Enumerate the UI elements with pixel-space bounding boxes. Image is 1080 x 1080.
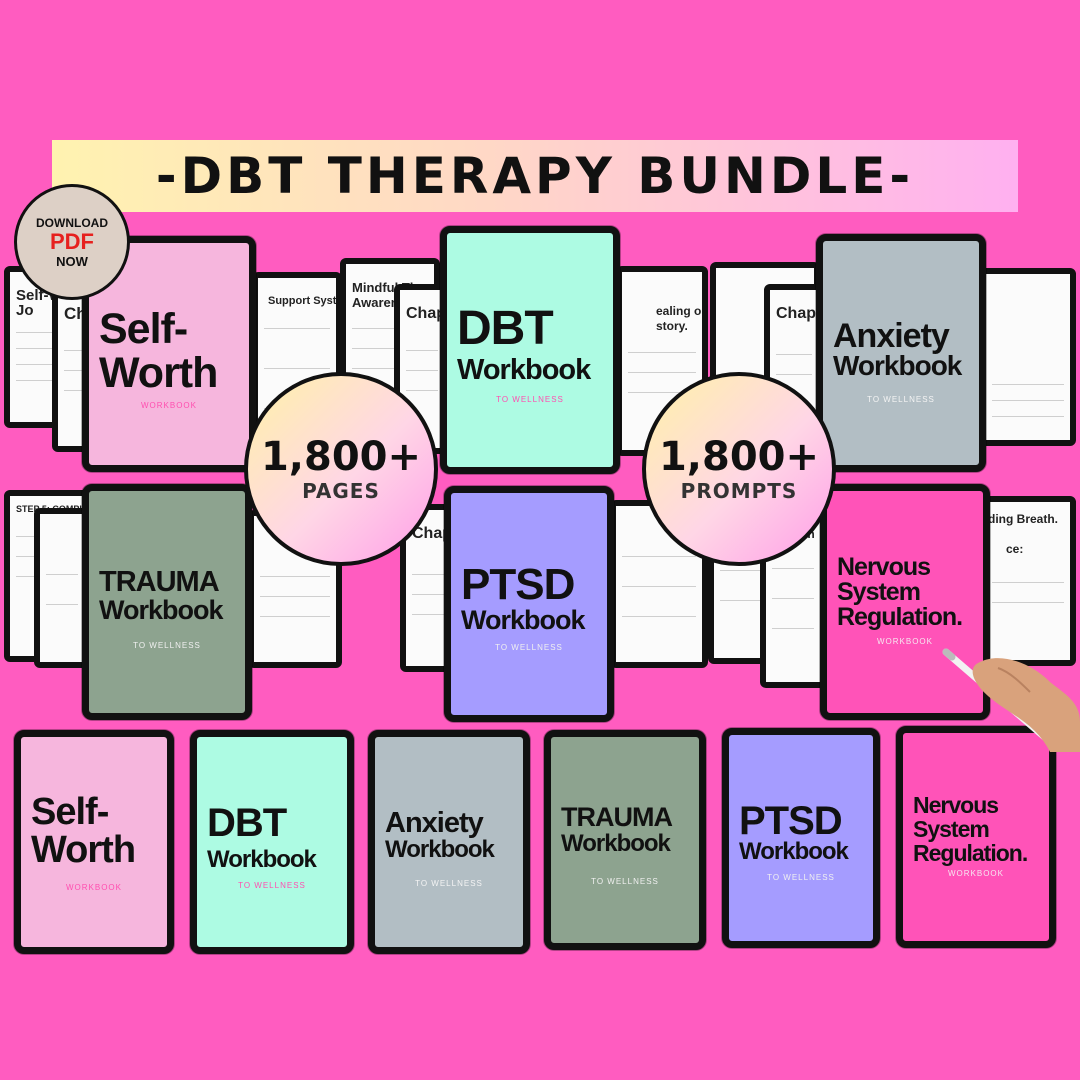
cover-title-line: Anxiety	[833, 317, 950, 355]
cover-title-line: Workbook	[99, 595, 224, 625]
prompts-count-badge: 1,800+ PROMPTS	[642, 372, 836, 566]
cover-title-line: Workbook	[385, 836, 495, 863]
nervous-system-workbook-cover[interactable]: Nervous System Regulation. WORKBOOK	[896, 726, 1056, 948]
pdf-label: PDF	[50, 228, 94, 254]
self-worth-workbook-cover[interactable]: Self- Worth WORKBOOK	[14, 730, 174, 954]
cover-title: Nervous System Regulation.	[913, 793, 1043, 865]
cover-subtitle: TO WELLNESS	[591, 877, 659, 886]
anxiety-workbook-cover[interactable]: Anxiety Workbook TO WELLNESS	[816, 234, 986, 472]
cover-subtitle: TO WELLNESS	[133, 641, 201, 650]
worksheet-heading: Support System.	[268, 295, 342, 307]
cover-subtitle: TO WELLNESS	[495, 643, 563, 652]
cover-subtitle: TO WELLNESS	[867, 395, 935, 404]
trauma-workbook-cover[interactable]: TRAUMA Workbook TO WELLNESS	[82, 484, 252, 720]
cover-subtitle: WORKBOOK	[947, 869, 1004, 878]
cover-title-line: Workbook	[833, 350, 962, 381]
cover-title-line: Nervous	[913, 792, 999, 818]
cover-title-line: Self-	[99, 305, 188, 353]
dbt-workbook-cover[interactable]: DBT Workbook TO WELLNESS	[190, 730, 354, 954]
cover-subtitle: TO WELLNESS	[767, 873, 835, 882]
worksheet-heading: Ch	[64, 304, 87, 323]
hand-with-stylus-icon	[942, 648, 1080, 752]
cover-title-line: DBT	[207, 801, 287, 845]
prompts-count: 1,800+	[658, 434, 820, 480]
cover-title-line: Regulation.	[913, 840, 1028, 866]
cover-title-line: System	[837, 578, 921, 606]
worksheet-heading: ce:	[1006, 542, 1024, 556]
cover-subtitle: WORKBOOK	[140, 401, 197, 410]
cover-title-line: Worth	[99, 349, 218, 397]
cover-title-line: System	[913, 816, 990, 842]
cover-title-line: Self-	[31, 791, 109, 833]
cover-title-line: Nervous	[837, 553, 931, 581]
cover-title-line: Regulation.	[837, 603, 963, 631]
cover-title-line: Workbook	[457, 354, 591, 386]
cover-subtitle: WORKBOOK	[65, 883, 122, 892]
ptsd-workbook-cover[interactable]: PTSD Workbook TO WELLNESS	[444, 486, 614, 722]
worksheet-heading: Chap	[412, 525, 452, 542]
cover-title-line: DBT	[457, 302, 554, 355]
cover-subtitle: WORKBOOK	[876, 637, 933, 646]
cover-title: Nervous System Regulation.	[837, 555, 977, 630]
cover-subtitle: TO WELLNESS	[415, 879, 483, 888]
cover-title-line: Workbook	[461, 605, 586, 635]
download-pdf-badge[interactable]: DOWNLOAD PDF NOW	[14, 184, 130, 300]
worksheet-page: ding Breath. ce:	[980, 496, 1076, 666]
cover-title-line: Worth	[31, 829, 136, 871]
now-label: NOW	[56, 253, 88, 269]
cover-title-line: PTSD	[739, 799, 843, 843]
title-banner: -DBT THERAPY BUNDLE-	[52, 140, 1018, 212]
cover-title-line: Anxiety	[385, 807, 484, 839]
cover-title-line: TRAUMA	[561, 802, 673, 832]
worksheet-page	[980, 268, 1076, 446]
cover-title: Self- Worth	[31, 793, 161, 869]
download-label: DOWNLOAD	[36, 215, 108, 230]
nervous-system-workbook-cover[interactable]: Nervous System Regulation. WORKBOOK	[820, 484, 990, 720]
dbt-workbook-cover[interactable]: DBT Workbook TO WELLNESS	[440, 226, 620, 474]
cover-title-line: Workbook	[739, 838, 849, 865]
ptsd-workbook-cover[interactable]: PTSD Workbook TO WELLNESS	[722, 728, 880, 948]
cover-title-line: Workbook	[207, 846, 317, 873]
anxiety-workbook-cover[interactable]: Anxiety Workbook TO WELLNESS	[368, 730, 530, 954]
cover-subtitle: TO WELLNESS	[238, 881, 306, 890]
pages-label: PAGES	[302, 479, 380, 503]
pages-count-badge: 1,800+ PAGES	[244, 372, 438, 566]
self-worth-workbook-cover[interactable]: Self- Worth WORKBOOK	[82, 236, 256, 472]
cover-title-line: TRAUMA	[99, 566, 220, 598]
bundle-title: -DBT THERAPY BUNDLE-	[155, 147, 915, 205]
worksheet-heading: ealing on story.	[656, 304, 708, 333]
cover-title: Self- Worth	[99, 307, 243, 395]
prompts-label: PROMPTS	[680, 479, 798, 503]
cover-subtitle: TO WELLNESS	[496, 395, 564, 404]
pages-count: 1,800+	[260, 434, 422, 480]
cover-title-line: PTSD	[461, 560, 575, 609]
cover-title-line: Workbook	[561, 830, 671, 857]
worksheet-heading: Chap	[406, 305, 446, 322]
worksheet-heading: Chap	[776, 305, 816, 322]
worksheet-heading: ding Breath.	[988, 512, 1059, 526]
trauma-workbook-cover[interactable]: TRAUMA Workbook TO WELLNESS	[544, 730, 706, 950]
